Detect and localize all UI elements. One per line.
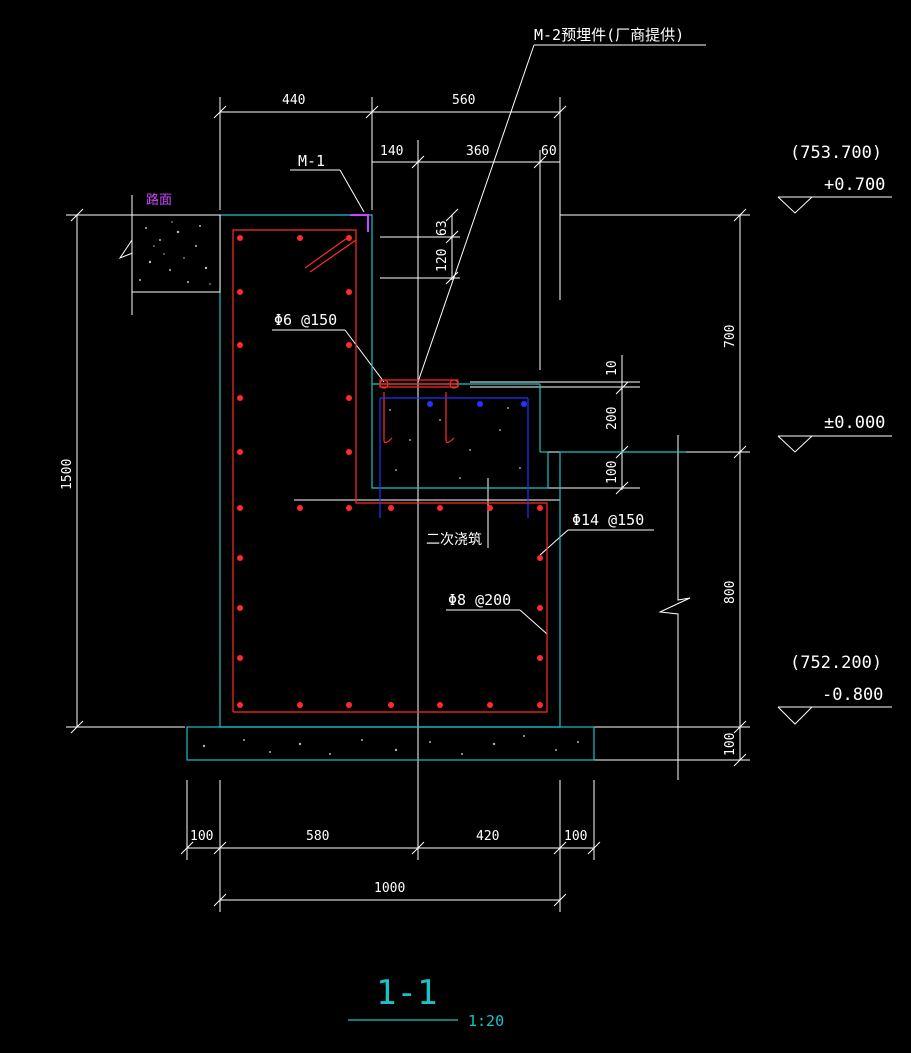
dim-bot-100a: 100 (190, 829, 213, 844)
dim-v-63: 63 (435, 220, 450, 236)
dim-bot-580: 580 (306, 829, 329, 844)
dim-bot-420: 420 (476, 829, 499, 844)
elevation-top-abs: (753.700) (790, 143, 882, 163)
elevation-top-rel: +0.700 (824, 175, 885, 195)
label-rebar-phi14: Φ14 @150 (572, 511, 644, 529)
secondary-rebar (379, 397, 529, 518)
dim-left-1500: 1500 (60, 459, 75, 490)
secondary-pour-hatch (389, 407, 521, 479)
rebar-stirrups (232, 229, 548, 713)
label-road-surface: 路面 (146, 192, 172, 208)
dim-bot-100b: 100 (564, 829, 587, 844)
rebar-bars (237, 235, 543, 708)
embed-m1 (350, 214, 369, 232)
structure-outline (186, 214, 686, 761)
label-rebar-phi8: Φ8 @200 (448, 591, 511, 609)
section-scale: 1:20 (468, 1012, 504, 1030)
dim-right-800: 800 (723, 581, 738, 604)
dim-v-100: 100 (605, 461, 620, 484)
dim-top-440: 440 (282, 93, 305, 108)
road-surface-block (131, 214, 221, 293)
dim-v-10: 10 (605, 360, 620, 376)
elevation-symbols (777, 196, 892, 725)
label-embed-m2: M-2预埋件(厂商提供) (534, 26, 684, 44)
cushion-hatch (202, 735, 579, 755)
label-secondary-pour: 二次浇筑 (426, 532, 482, 548)
dim-v-120: 120 (435, 249, 450, 272)
dim-top-360: 360 (466, 144, 489, 159)
elevation-bottom-rel: -0.800 (822, 685, 883, 705)
label-embed-m1: M-1 (298, 152, 325, 170)
dim-top-560: 560 (452, 93, 475, 108)
dim-bot-1000: 1000 (374, 881, 405, 896)
section-title: 1-1 (376, 973, 437, 1013)
secondary-rebar-dots (427, 401, 527, 407)
elevation-bottom-abs: (752.200) (790, 653, 882, 673)
dim-right-100: 100 (723, 733, 738, 756)
dim-top-140: 140 (380, 144, 403, 159)
label-rebar-phi6: Φ6 @150 (274, 311, 337, 329)
dimension-lines (66, 44, 750, 912)
elevation-zero-rel: ±0.000 (824, 413, 885, 433)
dim-right-700: 700 (723, 325, 738, 348)
dim-top-60: 60 (541, 144, 557, 159)
dim-v-200: 200 (605, 407, 620, 430)
embed-m2 (379, 379, 459, 389)
